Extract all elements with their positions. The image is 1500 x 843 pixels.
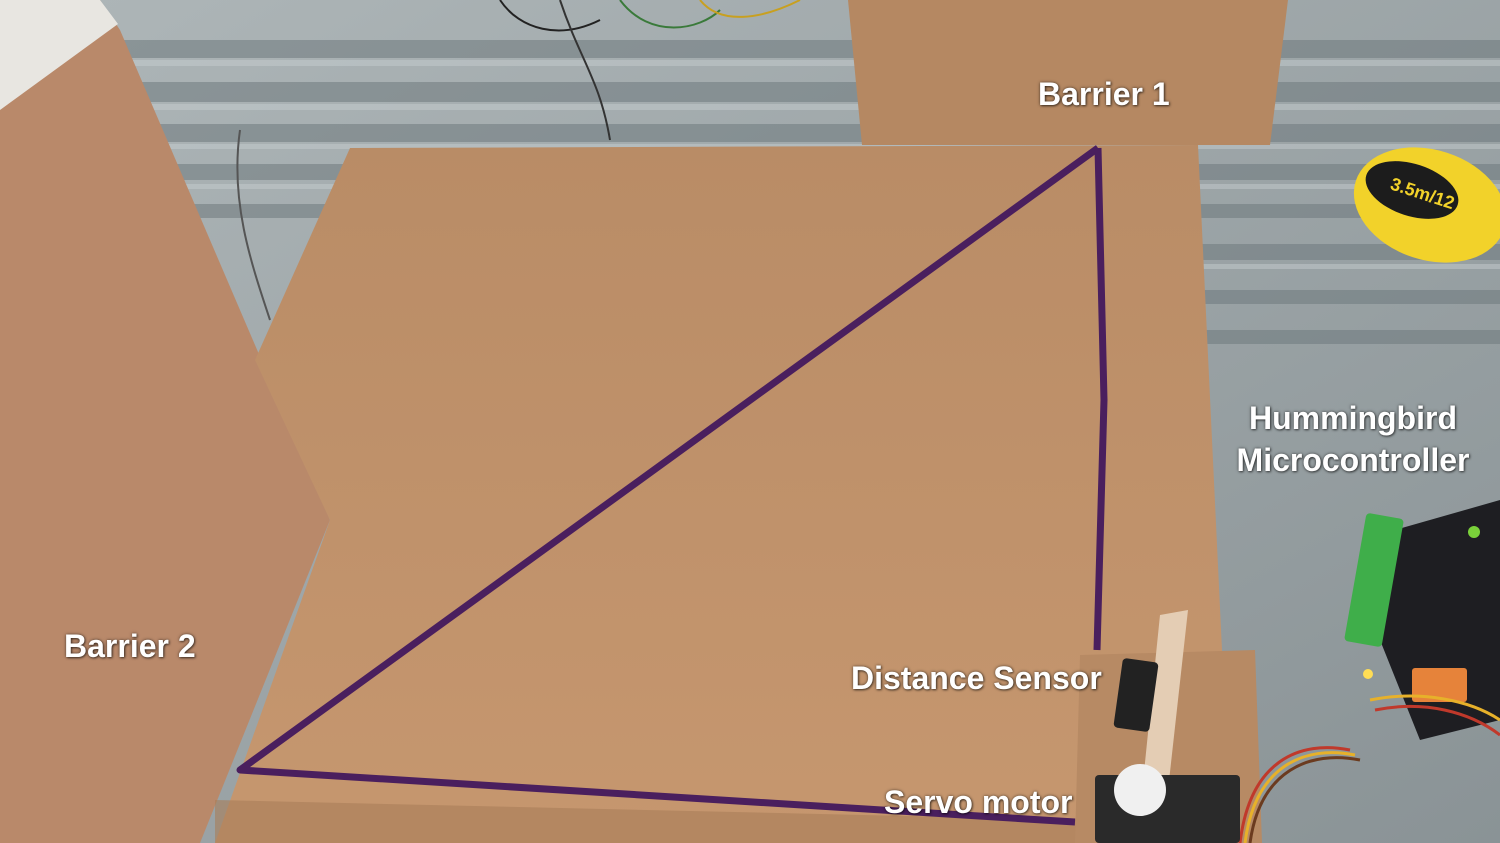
hummingbird-board [1344,500,1500,740]
barrier-2-edge [0,0,118,110]
distance-sensor [1113,610,1188,792]
cardboard-floor-edge [215,800,1080,843]
servo-wires [1238,694,1500,843]
cardboard-floor [215,145,1238,843]
servo-motor [1095,764,1240,843]
triangle-vertical-side [1093,147,1108,651]
barrier-1-cardboard [848,0,1288,145]
hummingbird-label-line2: Microcontroller [1236,441,1470,478]
status-led [1468,526,1480,538]
barrier-2-label: Barrier 2 [64,628,196,664]
barrier-2-cardboard [0,0,330,843]
hummingbird-label-line1: Hummingbird [1249,400,1457,436]
orange-connector [1412,668,1467,702]
barrier-1-label: Barrier 1 [1038,76,1170,112]
background-cables [236,0,801,321]
servo-motor-label: Servo motor [884,784,1073,820]
distance-sensor-label: Distance Sensor [851,660,1102,696]
power-led [1363,669,1373,679]
tape-measure: 3.5m/12 [1353,147,1500,263]
triangle-hypotenuse-and-base [236,145,1101,826]
hummingbird-label: Hummingbird Microcontroller [1228,398,1478,481]
terminal-block [1344,513,1404,647]
